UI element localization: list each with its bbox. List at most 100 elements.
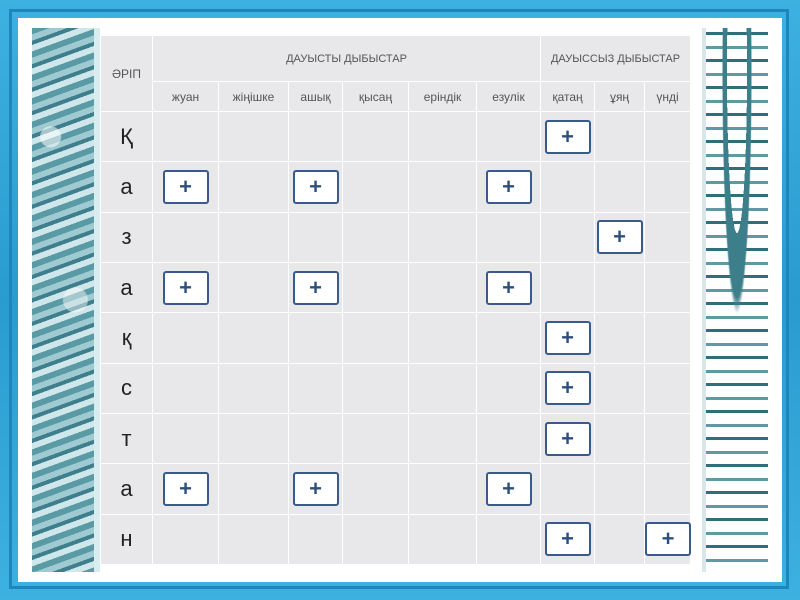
table-row: а + + +: [100, 161, 692, 213]
mark-cell: [218, 513, 289, 566]
mark-cell: [342, 513, 409, 566]
mark-cell: [288, 513, 343, 566]
corner-header: ӘРІП: [100, 35, 153, 112]
mark-cell: [476, 110, 541, 163]
mark-cell: [408, 513, 477, 566]
table-row: а+++: [100, 463, 692, 515]
mark-cell: [594, 312, 645, 364]
mark-cell: [152, 412, 219, 465]
mark-cell: [408, 463, 477, 515]
mark-cell: [288, 412, 343, 465]
plus-mark: +: [292, 270, 339, 305]
vowels-group-header: ДАУЫСТЫ ДЫБЫСТАР: [152, 35, 541, 82]
mark-cell: [288, 362, 343, 414]
ornament-right-decoration: [702, 28, 768, 572]
mark-cell: +: [476, 261, 541, 314]
table-row: т+: [100, 412, 692, 465]
mark-cell: +: [643, 513, 692, 566]
mark-cell: +: [540, 312, 595, 364]
table-row: с+: [100, 362, 692, 414]
mark-cell: [152, 513, 219, 566]
mark-cell: +: [288, 261, 343, 314]
mark-cell: [476, 412, 541, 465]
mark-cell: [288, 312, 343, 364]
mark-cell: [540, 161, 595, 213]
column-header: үнді: [643, 81, 692, 112]
mark-cell: [342, 161, 409, 213]
letter-cell: н: [100, 513, 153, 566]
letter-cell: қ: [100, 312, 153, 364]
column-header: ашық: [288, 81, 343, 112]
mark-cell: [288, 211, 343, 263]
mark-cell: [342, 412, 409, 465]
mark-cell: [288, 110, 343, 163]
mark-cell: [408, 261, 477, 314]
letter-cell: з: [100, 211, 153, 263]
mark-cell: [152, 362, 219, 414]
plus-mark: +: [485, 270, 532, 305]
table-row: қ+: [100, 312, 692, 364]
mark-cell: [408, 161, 477, 213]
mark-cell: [594, 463, 645, 515]
mark-cell: [342, 312, 409, 364]
mark-cell: [476, 513, 541, 566]
mark-cell: +: [152, 463, 219, 515]
letter-cell: а: [100, 161, 153, 213]
table-row: з+: [100, 211, 692, 263]
mark-cell: [408, 312, 477, 364]
mark-cell: [643, 412, 692, 465]
column-header: жіңішке: [218, 81, 289, 112]
mark-cell: [218, 211, 289, 263]
plus-mark: +: [544, 371, 591, 406]
table-row: а+++: [100, 261, 692, 314]
phonetic-table-container: ӘРІП ДАУЫСТЫ ДЫБЫСТАР ДАУЫССЫЗ ДЫБЫСТАР …: [100, 35, 692, 566]
mark-cell: [643, 463, 692, 515]
plus-mark: +: [292, 169, 339, 204]
mark-cell: [342, 362, 409, 414]
mark-cell: [152, 110, 219, 163]
mark-cell: [643, 362, 692, 414]
mark-cell: +: [288, 161, 343, 213]
plus-mark: +: [162, 169, 209, 204]
mark-cell: [643, 110, 692, 163]
mark-cell: [408, 362, 477, 414]
mark-cell: [218, 412, 289, 465]
frame-border: [9, 9, 789, 589]
column-header: ұяң: [594, 81, 645, 112]
table-body: Қ+а+++з+а+++қ+с+т+а+++н++: [100, 110, 692, 566]
mark-cell: +: [540, 110, 595, 163]
mark-cell: [218, 161, 289, 213]
mark-cell: [594, 110, 645, 163]
letter-cell: т: [100, 412, 153, 465]
mark-cell: [594, 261, 645, 314]
plus-mark: +: [485, 471, 532, 506]
table-row: н++: [100, 513, 692, 566]
mark-cell: [643, 312, 692, 364]
mark-cell: [218, 261, 289, 314]
mark-cell: [476, 211, 541, 263]
mark-cell: [342, 261, 409, 314]
plus-mark: +: [485, 169, 532, 204]
header-row-groups: ӘРІП ДАУЫСТЫ ДЫБЫСТАР ДАУЫССЫЗ ДЫБЫСТАР: [100, 35, 692, 112]
plus-mark: +: [596, 220, 643, 255]
column-header: жуан: [152, 81, 219, 112]
mark-cell: [218, 312, 289, 364]
mark-cell: [152, 211, 219, 263]
mark-cell: [540, 261, 595, 314]
mark-cell: [594, 362, 645, 414]
plus-mark: +: [544, 421, 591, 456]
consonants-group-header: ДАУЫССЫЗ ДЫБЫСТАР: [539, 35, 692, 82]
mark-cell: [408, 412, 477, 465]
plus-mark: +: [162, 471, 209, 506]
mark-cell: [218, 362, 289, 414]
mark-cell: [476, 312, 541, 364]
mark-cell: [342, 211, 409, 263]
mark-cell: [594, 161, 645, 213]
column-header: езулік: [476, 81, 541, 112]
mark-cell: [218, 110, 289, 163]
phonetic-table: ӘРІП ДАУЫСТЫ ДЫБЫСТАР ДАУЫССЫЗ ДЫБЫСТАР …: [100, 35, 692, 566]
plus-mark: +: [292, 471, 339, 506]
ornament-left-decoration: [32, 28, 100, 572]
